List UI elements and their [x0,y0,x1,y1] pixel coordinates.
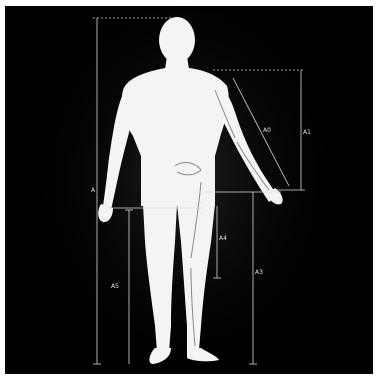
diagram-frame: A A5 A3 A4 A1 A0 [5,6,373,374]
label-a1: A1 [303,129,311,136]
label-a4: A4 [219,235,227,242]
label-a5: A5 [111,283,119,290]
body-measurement-diagram: A A5 A3 A4 A1 A0 [5,6,373,374]
label-a3: A3 [255,269,263,276]
label-a0: A0 [263,127,271,134]
